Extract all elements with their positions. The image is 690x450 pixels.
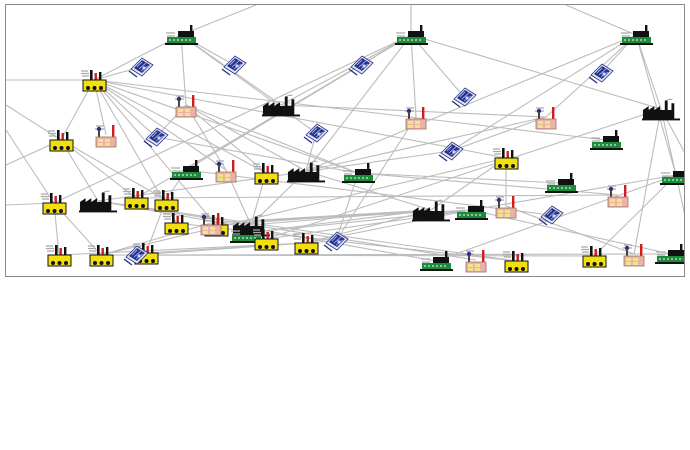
connection-line — [565, 5, 637, 36]
blue-panel-icon — [128, 57, 154, 78]
connection-line — [185, 104, 267, 174]
connection-line — [100, 157, 507, 256]
connection-line — [53, 34, 412, 204]
yellow-factory-icon — [122, 187, 149, 210]
connection-line — [93, 34, 182, 81]
green-plant-icon — [659, 164, 684, 186]
pink-refinery-icon — [622, 243, 645, 267]
network-diagram-frame — [5, 4, 685, 277]
blue-panel-icon — [221, 55, 247, 76]
connection-line — [180, 34, 317, 134]
green-plant-icon — [589, 129, 623, 151]
blue-panel-icon — [438, 141, 464, 162]
blue-panel-icon — [588, 63, 614, 84]
connection-line — [357, 172, 562, 184]
connection-line — [633, 108, 662, 255]
pink-refinery-icon — [94, 124, 117, 148]
connection-line — [635, 34, 677, 176]
connection-line — [93, 79, 507, 159]
connection-lines — [6, 5, 684, 262]
connection-line — [180, 34, 187, 106]
black-factory-icon — [79, 190, 117, 213]
connection-line — [185, 104, 359, 174]
connection-line — [305, 209, 432, 244]
connection-line — [100, 222, 212, 256]
green-plant-icon — [454, 199, 488, 221]
connection-line — [6, 104, 62, 141]
yellow-factory-icon — [292, 232, 319, 255]
pink-refinery-icon — [534, 106, 557, 130]
pink-refinery-icon — [214, 159, 237, 183]
industrial-network-diagram — [6, 5, 684, 273]
yellow-factory-icon — [580, 245, 607, 268]
connection-line — [635, 34, 662, 110]
blue-panel-icon — [538, 205, 564, 226]
facility-nodes — [40, 24, 684, 273]
connection-line — [505, 205, 635, 255]
connection-line — [335, 172, 359, 242]
connection-line — [305, 34, 637, 172]
connection-line — [93, 79, 227, 171]
blue-panel-icon — [451, 87, 477, 108]
connection-line — [410, 34, 662, 110]
connection-line — [6, 129, 55, 204]
connection-line — [593, 174, 677, 257]
connection-line — [410, 34, 465, 98]
connection-line — [185, 169, 552, 216]
connection-line — [93, 79, 607, 141]
green-plant-icon — [619, 24, 653, 46]
black-factory-icon — [412, 199, 450, 222]
yellow-factory-icon — [492, 147, 519, 170]
connection-line — [135, 253, 672, 256]
yellow-factory-icon — [80, 69, 107, 92]
connection-line — [410, 34, 417, 118]
pink-refinery-icon — [199, 212, 222, 236]
connection-line — [545, 34, 637, 118]
connection-line — [305, 116, 547, 172]
connection-line — [430, 157, 507, 211]
pink-refinery-icon — [464, 249, 487, 273]
connection-line — [185, 34, 412, 171]
green-plant-icon — [164, 24, 198, 46]
connection-line — [135, 242, 307, 256]
blue-panel-icon — [348, 55, 374, 76]
connection-line — [305, 34, 412, 172]
connection-line — [93, 79, 217, 226]
connection-line — [135, 194, 619, 199]
yellow-factory-icon — [152, 189, 179, 212]
connection-line — [93, 79, 267, 174]
connection-line — [180, 5, 257, 36]
connection-line — [60, 139, 167, 201]
yellow-factory-icon — [87, 244, 114, 267]
connection-line — [450, 116, 547, 152]
yellow-factory-icon — [47, 129, 74, 152]
yellow-factory-icon — [252, 162, 279, 185]
yellow-factory-icon — [40, 192, 67, 215]
blue-panel-icon — [143, 127, 169, 148]
connection-line — [155, 136, 359, 174]
connection-line — [280, 34, 412, 106]
